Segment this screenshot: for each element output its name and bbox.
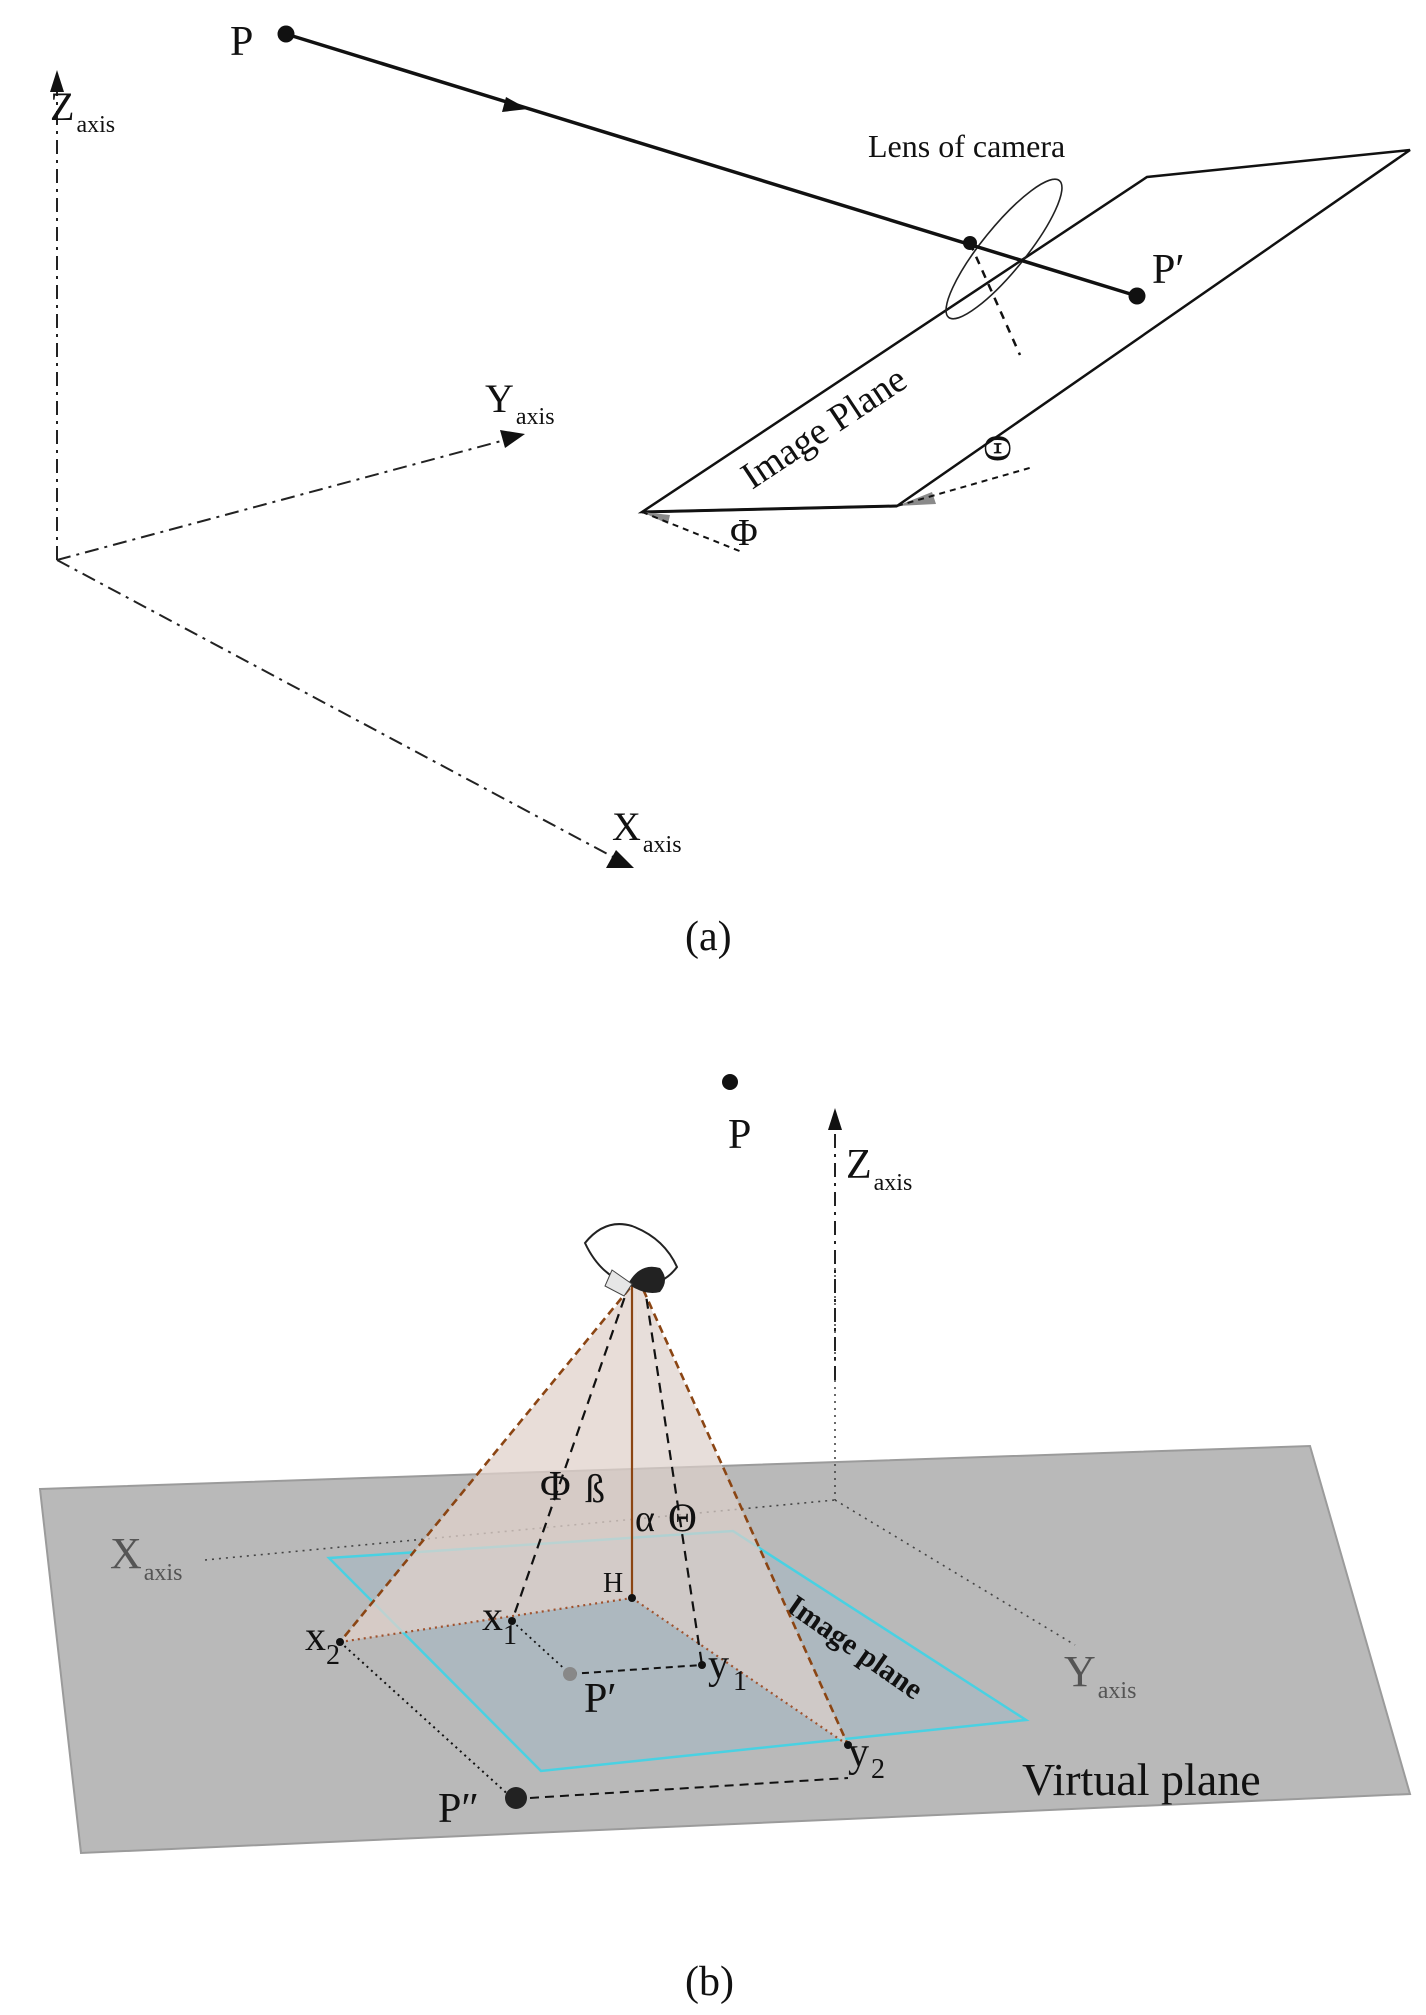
point-h-dot	[628, 1594, 636, 1602]
angle-theta-label-b: Θ	[668, 1495, 697, 1540]
y-axis-label-b: Yaxis	[1064, 1647, 1136, 1704]
point-p-dot-a	[277, 25, 295, 43]
point-y2-label: y2	[848, 1730, 885, 1785]
lens-center-dot-a	[963, 236, 977, 250]
point-p-prime-label-a: P′	[1152, 247, 1185, 293]
angle-theta-a	[896, 466, 1034, 507]
point-p-prime-dot-a	[1128, 287, 1146, 305]
p-prime-to-y1	[569, 1664, 703, 1675]
z-axis-arrow-a	[50, 70, 64, 92]
z-axis-label-a: Zaxis	[50, 84, 115, 138]
lens-label-a: Lens of camera	[868, 128, 1065, 164]
x-axis-label-a: Xaxis	[612, 804, 682, 858]
p-double-prime-to-y2	[529, 1777, 849, 1799]
light-ray-a	[285, 32, 1138, 298]
point-p-dot-b	[722, 1074, 738, 1090]
point-x1-dot	[508, 1617, 516, 1625]
image-plane-a	[637, 148, 1411, 514]
point-p-prime-label-b: P′	[584, 1676, 617, 1722]
optical-axis-a	[968, 242, 1022, 356]
panel-a: Zaxis Yaxis Xaxis Image Plane Φ Θ Lens o…	[50, 19, 1411, 960]
point-x1-label: x1	[482, 1594, 517, 1651]
line-to-x1	[510, 1281, 632, 1622]
point-p-prime-dot-b	[563, 1667, 577, 1681]
point-x2-dot	[336, 1638, 344, 1646]
angle-phi-label-b: Φ	[540, 1464, 571, 1510]
point-p-label-b: P	[728, 1112, 751, 1158]
point-y1-dot	[698, 1661, 706, 1669]
x-axis-label-b: Xaxis	[110, 1529, 182, 1586]
angle-alpha-label-b: α	[635, 1498, 655, 1540]
point-p-label-a: P	[230, 19, 253, 65]
x2-to-p-double-prime	[339, 1641, 513, 1799]
camera-lens-a	[945, 178, 1063, 320]
x-axis-arrow-a	[606, 850, 634, 868]
point-y2-dot	[844, 1741, 852, 1749]
y-axis-label-a: Yaxis	[485, 376, 555, 430]
point-h-label: H	[603, 1568, 623, 1599]
virtual-plane-label: Virtual plane	[1022, 1754, 1261, 1805]
point-x2-label: x2	[305, 1614, 340, 1671]
y-axis-arrow-a	[500, 430, 525, 448]
point-p-double-prime-dot	[505, 1787, 527, 1809]
edge-x2-h	[339, 1596, 633, 1644]
x1-to-p-prime	[511, 1620, 571, 1675]
pyramid-face-right	[632, 1280, 848, 1745]
caption-a: (a)	[685, 914, 732, 960]
z-axis-arrow-b	[828, 1108, 842, 1130]
camera-lens-b	[583, 1223, 679, 1297]
panel-b: Xaxis Yaxis Image plane Zaxis	[38, 1074, 1412, 2005]
point-p-double-prime-label: P″	[438, 1786, 479, 1832]
light-ray-arrow-a	[502, 97, 528, 112]
y-axis-line-b	[834, 1499, 1076, 1646]
z-axis-label-b: Zaxis	[846, 1142, 912, 1196]
axes-a	[50, 70, 634, 868]
edge-h-y2	[631, 1597, 849, 1746]
x-axis-line-a	[56, 559, 616, 859]
line-to-y1	[642, 1281, 704, 1666]
image-plane-label-a: Image Plane	[734, 358, 915, 498]
angle-theta-label-a: Θ	[977, 435, 1019, 462]
edge-to-x2	[338, 1277, 640, 1643]
caption-b: (b)	[685, 1959, 734, 2005]
angle-phi-a	[641, 511, 743, 553]
angle-beta-label-b: ß	[585, 1466, 605, 1511]
angle-phi-label-a: Φ	[730, 512, 758, 554]
y-axis-line-a	[56, 439, 506, 561]
edge-to-y2	[636, 1277, 850, 1746]
